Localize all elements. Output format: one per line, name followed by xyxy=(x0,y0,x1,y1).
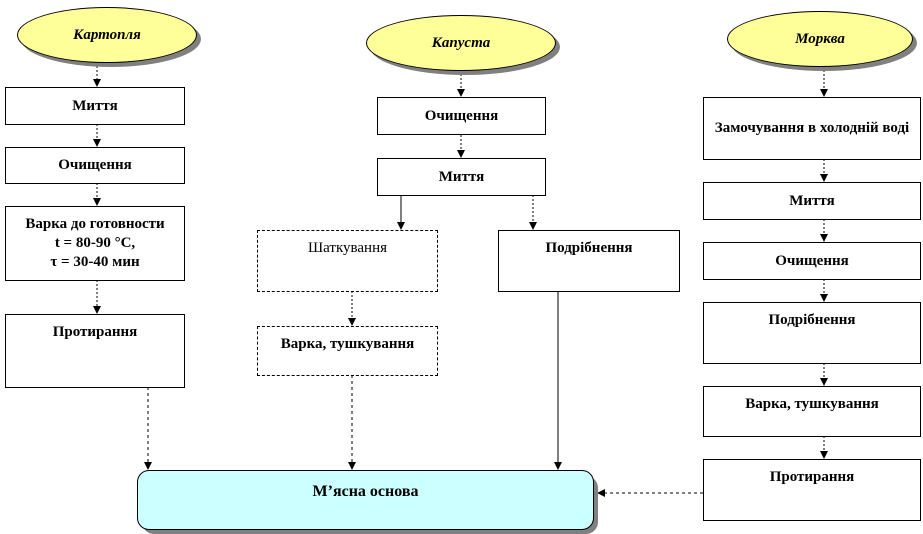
carrot-washing-box: Миття xyxy=(703,182,921,220)
potato-washing-label: Миття xyxy=(72,97,118,114)
carrot-soaking-label: Замочування в холодній воді xyxy=(714,120,910,136)
result-meat-base: М’ясна основа xyxy=(137,470,594,530)
result-label: М’ясна основа xyxy=(312,483,419,500)
potato-rubbing-box: Протирання xyxy=(5,314,185,388)
carrot-soaking-box: Замочування в холодній воді xyxy=(703,97,921,160)
carrot-rubbing-label: Протирання xyxy=(769,469,855,485)
carrot-chopping-box: Подрібнення xyxy=(703,302,921,364)
carrot-stewing-box: Варка, тушкування xyxy=(703,386,921,437)
carrot-washing-label: Миття xyxy=(789,192,835,209)
source-carrot: Морква xyxy=(727,11,913,67)
source-potato-label: Картопля xyxy=(73,26,141,43)
potato-peeling-label: Очищення xyxy=(58,157,132,173)
potato-peeling-box: Очищення xyxy=(5,147,185,184)
source-cabbage: Капуста xyxy=(366,15,556,71)
cabbage-chopping-label: Подрібнення xyxy=(545,240,633,256)
cabbage-shredding-label: Шаткування xyxy=(307,240,388,256)
potato-rubbing-label: Протирання xyxy=(52,324,138,340)
cabbage-stewing-label: Варка, тушкування xyxy=(280,336,415,352)
carrot-peeling-label: Очищення xyxy=(775,252,849,269)
carrot-rubbing-box: Протирання xyxy=(703,459,921,521)
source-potato: Картопля xyxy=(17,7,197,63)
source-cabbage-label: Капуста xyxy=(431,34,491,51)
carrot-stewing-label: Варка, тушкування xyxy=(745,396,879,412)
source-carrot-label: Морква xyxy=(795,30,845,47)
cabbage-washing-label: Миття xyxy=(438,168,485,185)
potato-washing-box: Миття xyxy=(5,87,185,125)
potato-boiling-label: Варка до готовности t = 80-90 °С, τ = 30… xyxy=(25,216,165,270)
cabbage-chopping-box: Подрібнення xyxy=(498,230,680,292)
cabbage-shredding-box: Шаткування xyxy=(257,230,438,292)
cabbage-peeling-box: Очищення xyxy=(377,97,546,135)
cabbage-peeling-label: Очищення xyxy=(424,107,499,124)
cabbage-washing-box: Миття xyxy=(377,158,546,196)
cabbage-stewing-box: Варка, тушкування xyxy=(257,326,438,376)
carrot-peeling-box: Очищення xyxy=(703,242,921,280)
carrot-chopping-label: Подрібнення xyxy=(768,312,856,328)
potato-boiling-box: Варка до готовности t = 80-90 °С, τ = 30… xyxy=(5,206,185,281)
